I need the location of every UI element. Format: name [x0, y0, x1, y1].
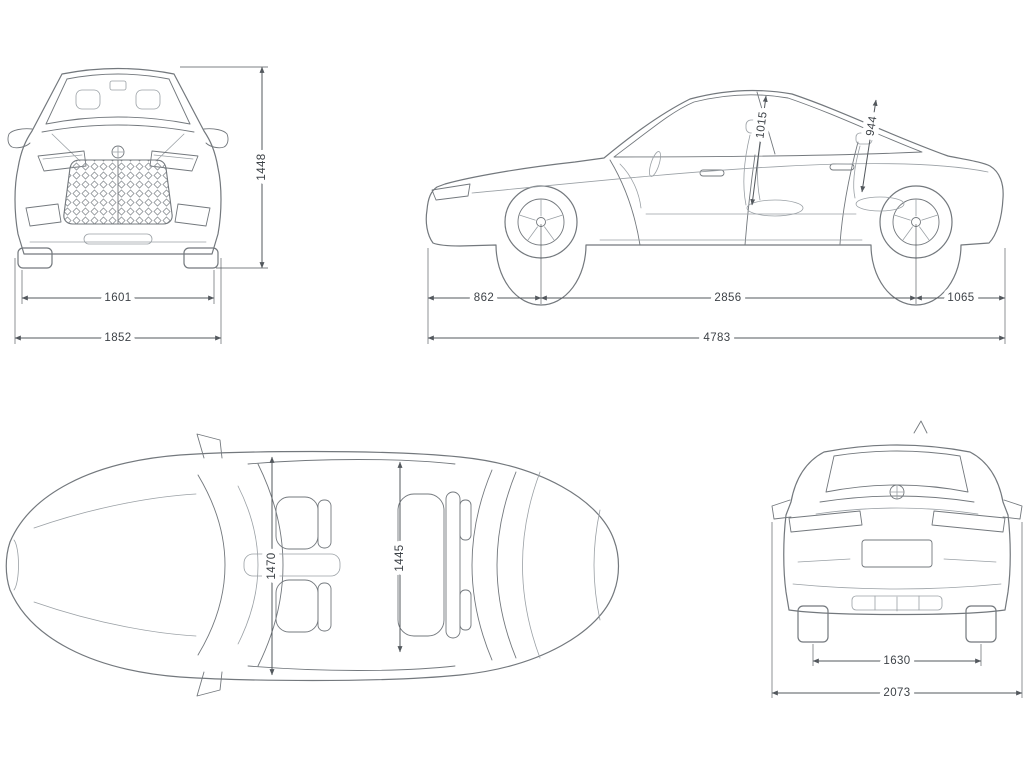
top-view-windshield [197, 459, 456, 671]
dim-label-width-mirrors: 2073 [883, 687, 910, 699]
dim-wheelbase: 2856 [540, 288, 917, 309]
dim-label-overall-length: 4783 [703, 332, 730, 344]
front-view-side-mirrors [7, 128, 229, 149]
top-view-rear-window [471, 469, 601, 661]
dim-label-interior-height-front: 1015 [754, 111, 769, 139]
dim-label-overall-width: 1852 [104, 332, 131, 344]
dim-interior-height-front: 1015 [750, 95, 774, 206]
dim-track-rear: 1630 [812, 644, 982, 672]
dim-label-rear-overhang: 1065 [947, 292, 974, 304]
antenna-fin [913, 420, 928, 434]
dim-length-row: 862 2856 1065 4783 [427, 224, 1006, 349]
dim-overall-height: 1448 [180, 66, 273, 269]
dim-interior-width-rear: 1445 [390, 461, 411, 653]
rear-view-mirrors [771, 499, 1023, 520]
front-view-body-outline [14, 67, 222, 255]
dim-overall-width: 1852 [14, 258, 222, 349]
top-view-rear-seats [397, 491, 472, 639]
bmw-roundel-front [111, 145, 125, 159]
top-view-hood-lines [13, 493, 197, 637]
trunk-lines [815, 484, 979, 515]
taillights [788, 510, 1006, 533]
rear-view-tires [797, 605, 997, 643]
front-view-hood-lines [41, 124, 195, 162]
front-view-tires [17, 247, 219, 269]
dim-label-track-front: 1601 [104, 292, 131, 304]
dim-label-interior-width-front: 1470 [266, 552, 278, 579]
dim-track-front: 1601 [21, 270, 215, 309]
dim-rear-overhang: 1065 [915, 288, 1006, 309]
front-view-headrests [75, 80, 161, 110]
dim-interior-width-front: 1470 [262, 456, 283, 676]
side-view: 1015 944 862 2856 1065 [425, 89, 1006, 349]
top-view-front-seats [275, 496, 332, 633]
rear-window [825, 450, 969, 493]
dim-interior-height-rear: 944 [860, 99, 884, 193]
front-view-bumper [25, 203, 211, 245]
top-view-body-outline [5, 450, 620, 682]
rear-bumper [792, 539, 1002, 612]
side-view-body-outline [425, 89, 1004, 306]
dim-label-overall-height: 1448 [256, 153, 268, 180]
dim-label-front-overhang: 862 [474, 292, 494, 304]
dim-label-track-rear: 1630 [883, 655, 910, 667]
front-view: 1448 1601 1852 [7, 66, 273, 349]
dim-width-mirrors: 2073 [771, 522, 1023, 704]
rear-view: 1630 2073 [771, 420, 1023, 704]
top-view-dashboard [237, 485, 341, 645]
front-view-windshield [45, 73, 191, 125]
dim-overall-length: 4783 [427, 328, 1006, 349]
top-view-mirrors [196, 433, 223, 697]
side-view-door-lines [431, 141, 989, 246]
front-view-kidney-grille [63, 159, 173, 225]
dim-front-overhang: 862 [427, 288, 542, 309]
dim-label-interior-width-rear: 1445 [394, 544, 406, 571]
top-view: 1470 1445 [5, 433, 620, 697]
dim-label-wheelbase: 2856 [714, 292, 741, 304]
